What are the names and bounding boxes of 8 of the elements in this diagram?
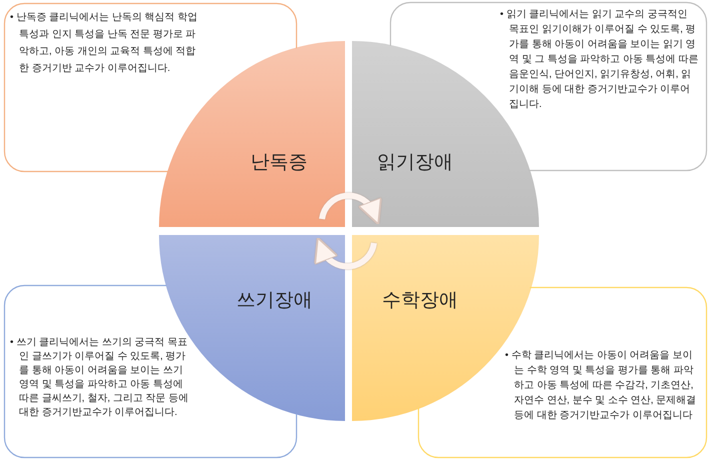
description-text: • 읽기 클리닉에서는 읽기 교수의 궁극적인 목표인 읽기이해가 이루어질 수 있도록, 평가를 통해 아동이 어려움을 보이는 읽기 영역 및 그 특성을 파악하고 아동 특성에 따른 음운인식, 단어인지, 읽기유창성, 어휘, 읽기이해 등에 대한 증거기반교수가 이루어집니다.: [500, 8, 700, 112]
quadrant-label: 읽기장애: [377, 151, 453, 175]
description-text: • 수학 클리닉에서는 아동이 어려움을 보이는 수학 영역 및 특성을 평가를 통해 파악하고 아동 특성에 따른 수감각, 기초연산, 자연수 연산, 분수 및 소수 연산, 문제해결 등에 대한 증거기반교수가 이루어집니다: [505, 349, 698, 423]
quadrant-label: 난독증: [250, 151, 308, 175]
description-text: • 난독증 클리닉에서는 난독의 핵심적 학업 특성과 인지 특성을 난독 전문 평가로 파악하고, 아동 개인의 교육적 특성에 적합한 증거기반 교수가 이루어집니다.: [10, 11, 198, 76]
quadrant-label: 수학장애: [382, 289, 458, 313]
quadrant-label: 쓰기장애: [236, 289, 312, 313]
description-text: • 쓰기 클리닉에서는 쓰기의 궁극적 목표인 글쓰기가 이루어질 수 있도록, 평가를 통해 아동이 어려움을 보이는 쓰기 영역 및 특성을 파악하고 아동 특성에 따른 글씨쓰기, 철자, 그리고 작문 등에 대한 증거기반교수가 이루어집니다.: [10, 336, 190, 420]
